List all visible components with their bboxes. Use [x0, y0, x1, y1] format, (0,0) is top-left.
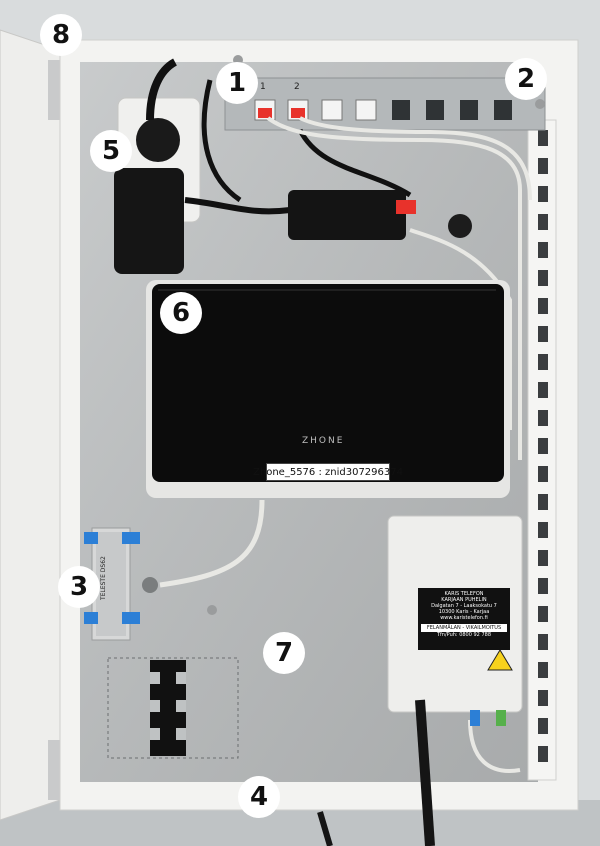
port-label-2: 2 — [294, 82, 300, 92]
sticker-line-5: www.karistelefon.fi — [440, 615, 488, 621]
coax-cable — [159, 499, 265, 588]
adapter-cable — [184, 197, 291, 215]
sticker-line-3: Dalgatan 7 - Laaksokatu 7 — [431, 603, 497, 609]
callout-1: 1 — [216, 62, 258, 104]
callout-6: 6 — [160, 292, 202, 334]
power-plug — [136, 118, 180, 162]
callout-3: 3 — [58, 566, 100, 608]
router-brand: ZHONE — [302, 436, 345, 446]
sticker-line-7: Tfn/Puh: 0800 92 788 — [436, 632, 492, 638]
sticker-line-2: KARJAAN PUHELIN — [441, 597, 487, 603]
bottom-cable-small — [317, 811, 333, 846]
red-plug — [396, 200, 416, 214]
patch-ports — [254, 99, 512, 121]
fiber-connector-green — [496, 710, 506, 726]
callout-8: 8 — [40, 14, 82, 56]
splitter-body — [96, 532, 126, 636]
bottom-cable-black — [415, 699, 435, 846]
power-cable — [146, 58, 178, 121]
laser-warning-icon — [487, 649, 513, 671]
callout-7: 7 — [263, 632, 305, 674]
poe-injector — [288, 190, 406, 240]
white-cable-2 — [299, 116, 532, 201]
cabinet-door — [0, 29, 61, 821]
coax-connector — [142, 577, 158, 593]
black-cable-a — [201, 79, 242, 203]
splitter-ports — [84, 532, 140, 624]
white-cable-1 — [266, 116, 522, 460]
splitter-label: TELESTE DS62 — [100, 556, 107, 600]
frame-screw — [535, 99, 545, 109]
callout-4: 4 — [238, 776, 280, 818]
isp-sticker: KARIS TELEFON KARJAAN PUHELIN Dalgatan 7… — [418, 588, 510, 650]
port-label-1: 1 — [260, 82, 266, 92]
sticker-line-1: KARIS TELEFON — [444, 591, 484, 597]
fiber-cable — [468, 719, 521, 773]
patch-panel — [224, 77, 546, 131]
sticker-line-6: FELANMÄLAN - VIKAILMOITUS — [421, 624, 507, 632]
callout-2: 2 — [505, 58, 547, 100]
sticker-line-4: 10300 Karis - Karjaa — [438, 609, 490, 615]
frame-screw — [207, 605, 217, 615]
router-body — [152, 284, 504, 482]
grommet — [448, 214, 472, 238]
black-cable-b — [297, 128, 412, 198]
din-rail-area — [107, 657, 239, 759]
din-clip-cutouts — [150, 672, 186, 740]
rail-slots — [538, 130, 548, 762]
fiber-connector-blue — [470, 710, 480, 726]
power-adapter — [114, 168, 184, 274]
router-label: Zhone_5576 : znid307296374 — [253, 463, 403, 481]
callout-5: 5 — [90, 130, 132, 172]
